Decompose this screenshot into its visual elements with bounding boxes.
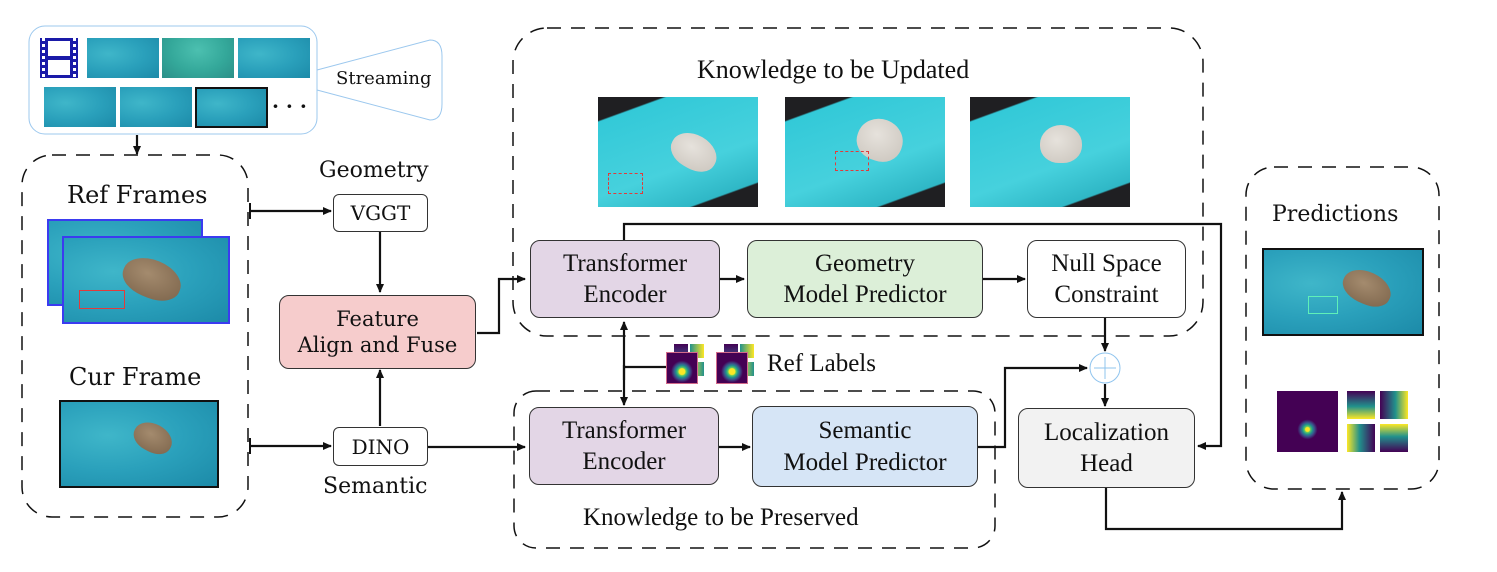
gt-bbox-dashed xyxy=(608,173,643,194)
ref-label-heatmap-stack xyxy=(666,344,706,386)
ref-bbox xyxy=(79,290,125,309)
preserve-encoder-line2: Encoder xyxy=(582,448,666,475)
null-space-line1: Null Space xyxy=(1051,249,1162,277)
update-encoder-line1: Transformer xyxy=(562,249,688,277)
stream-thumbnail xyxy=(87,38,159,78)
pred-regression-map xyxy=(1380,391,1408,419)
stream-thumbnail xyxy=(44,87,116,127)
semantic-predictor-line2: Model Predictor xyxy=(783,448,947,476)
warped-view-2 xyxy=(785,97,945,207)
dino-label: DINO xyxy=(351,434,410,459)
ref-label-heatmap-stack xyxy=(716,344,756,386)
preserve-group-frame xyxy=(513,390,996,549)
semantic-label: Semantic xyxy=(323,474,428,499)
update-group-frame xyxy=(512,27,1204,337)
fuse-line2: Align and Fuse xyxy=(297,333,458,357)
ref-frame-front xyxy=(62,236,230,324)
film-strip-icon xyxy=(40,38,78,78)
update-encoder-line2: Encoder xyxy=(583,281,667,308)
update-group-title: Knowledge to be Updated xyxy=(697,55,970,84)
preserve-group-title: Knowledge to be Preserved xyxy=(583,504,859,531)
vggt-block: VGGT xyxy=(333,194,428,232)
warped-view-3 xyxy=(970,97,1130,207)
stream-thumbnail-current xyxy=(195,87,268,128)
geometry-label: Geometry xyxy=(319,158,429,183)
pred-heatmap xyxy=(1277,391,1338,452)
cur-frame-label: Cur Frame xyxy=(69,363,202,391)
null-space-line2: Constraint xyxy=(1054,281,1159,308)
dino-block: DINO xyxy=(333,427,428,466)
predictions-title: Predictions xyxy=(1272,202,1399,227)
pred-regression-map xyxy=(1347,391,1375,419)
streaming-callout xyxy=(316,39,443,121)
stream-thumbnail xyxy=(120,87,192,127)
streaming-label: Streaming xyxy=(336,68,432,89)
ref-labels-text: Ref Labels xyxy=(767,350,876,377)
ref-frames-label: Ref Frames xyxy=(67,181,208,209)
gt-bbox-dashed xyxy=(835,151,869,171)
pred-regression-map xyxy=(1347,424,1375,452)
stream-thumbnail xyxy=(162,38,234,78)
localization-line1: Localization xyxy=(1044,418,1169,446)
stream-ellipsis: · · · xyxy=(272,94,307,118)
predictions-group-frame xyxy=(1245,166,1440,490)
pred-bbox xyxy=(1308,296,1338,314)
stream-thumbnail xyxy=(238,38,310,78)
input-group-frame xyxy=(21,154,249,518)
pred-regression-map xyxy=(1380,424,1408,452)
geometry-predictor-line2: Model Predictor xyxy=(783,281,947,308)
prediction-frame xyxy=(1262,248,1424,336)
semantic-predictor-line1: Semantic xyxy=(818,417,912,445)
streaming-panel xyxy=(28,25,318,135)
vggt-label: VGGT xyxy=(350,201,411,225)
fuse-line1: Feature xyxy=(336,306,419,331)
cur-frame-image xyxy=(59,400,219,488)
warped-view-1 xyxy=(598,97,758,207)
preserve-encoder-line1: Transformer xyxy=(561,416,687,444)
localization-line2: Head xyxy=(1080,450,1133,477)
geometry-predictor-line1: Geometry xyxy=(815,249,915,277)
